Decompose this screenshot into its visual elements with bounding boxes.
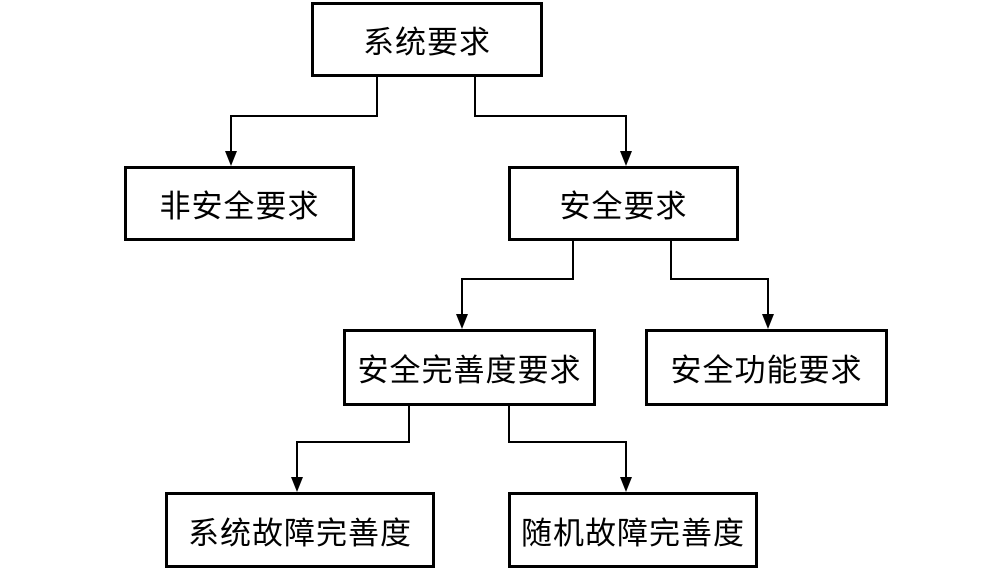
node-label: 安全完善度要求 [357, 353, 582, 389]
edge-safety-to-integrity [461, 241, 574, 315]
arrowhead-function [762, 314, 774, 329]
node-label: 系统要求 [363, 25, 491, 61]
edge-integrity-to-systematic [296, 406, 410, 478]
node-random-fault-integrity: 随机故障完善度 [508, 492, 758, 568]
edge-integrity-to-random [508, 406, 627, 478]
edge-safety-to-function [670, 241, 769, 315]
arrowhead-non-safety [225, 151, 237, 166]
node-safety-integrity-requirements: 安全完善度要求 [343, 329, 596, 406]
node-safety-function-requirements: 安全功能要求 [645, 329, 888, 406]
arrowhead-integrity [456, 314, 468, 329]
node-non-safety-requirements: 非安全要求 [124, 166, 355, 241]
edge-root-to-non-safety [230, 77, 378, 152]
node-label: 安全要求 [559, 189, 688, 225]
arrowhead-safety [620, 151, 632, 166]
node-label: 随机故障完善度 [521, 515, 745, 552]
arrowhead-systematic [291, 477, 303, 492]
edge-root-to-safety [474, 77, 627, 152]
arrowhead-random [620, 477, 632, 492]
node-safety-requirements: 安全要求 [508, 166, 739, 241]
node-label: 系统故障完善度 [188, 515, 412, 552]
node-system-requirements: 系统要求 [311, 2, 543, 77]
node-label: 安全功能要求 [670, 353, 863, 389]
node-systematic-fault-integrity: 系统故障完善度 [165, 492, 435, 568]
node-label: 非安全要求 [159, 189, 320, 225]
